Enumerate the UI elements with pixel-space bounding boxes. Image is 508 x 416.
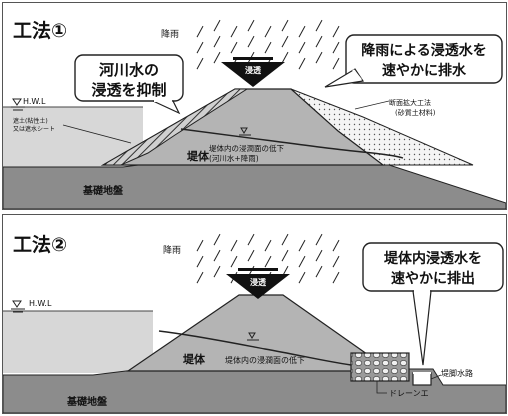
raindrop [332,239,340,252]
infiltration-label-2: 浸透 [250,277,266,287]
method-1-diagram: H.W.L 遮土(粘性土) 又は遮水シート 工法① 降雨 浸透 河川水の 浸透を… [3,19,506,209]
raindrop [247,19,255,32]
callout-rain-drain-line-2: 速やかに排水 [382,62,467,79]
impermeable-layer [101,88,249,166]
method-2-title: 工法② [13,233,67,256]
raindrop [315,249,323,262]
rain-label-2: 降雨 [163,244,181,256]
raindrop [332,271,340,284]
raindrop [332,25,340,38]
drain-label: ドレーンエ [389,389,429,398]
raindrop [281,233,289,246]
method-2-diagram: H.W.L 工法② 降雨 浸透 堤体内浸透水を 速やかに排出 堤体 堤体内の浸潤… [3,233,506,413]
callout-rain-drain-line-1: 降雨による浸透水を [361,42,487,59]
raindrop [196,41,204,54]
raindrop [213,19,221,32]
raindrop [315,35,323,48]
raindrop [196,239,204,252]
raindrop [315,19,323,32]
rain-icon-2 [196,233,340,284]
raindrop [213,233,221,246]
raindrop [332,57,340,70]
method-2-panel: H.W.L 工法② 降雨 浸透 堤体内浸透水を 速やかに排出 堤体 堤体内の浸潤… [2,214,507,414]
raindrop [315,51,323,64]
raindrop [213,35,221,48]
raindrop [298,25,306,38]
raindrop [196,25,204,38]
callout-seepage-discharge-line-1: 堤体内浸透水を [384,250,482,267]
impermeable-label-2: 又は遮水シート [13,125,55,133]
raindrop [230,239,238,252]
hwl-icon-2 [12,300,22,308]
drain-structure [350,352,410,382]
raindrop [298,239,306,252]
section-expansion-label-1: 断面拡大工法 [389,98,431,107]
foundation-label-2: 基礎地盤 [66,395,108,408]
raindrop [196,271,204,284]
seepage-drop-label-1: 堤体内の浸潤面の低下 [209,143,284,153]
rain-icon [196,19,340,70]
seepage-line-2 [158,330,352,366]
river-water-2 [3,311,153,373]
raindrop [264,25,272,38]
raindrop [196,255,204,268]
seepage-drop-label-2: (河川水+降雨) [209,153,259,163]
raindrop [315,233,323,246]
section-expansion-label-2: (砂質土材料) [395,108,436,117]
method-1-panel: H.W.L 遮土(粘性土) 又は遮水シート 工法① 降雨 浸透 河川水の 浸透を… [2,2,507,210]
raindrop [213,51,221,64]
raindrop [213,265,221,278]
embankment-2 [126,294,393,372]
raindrop [264,255,272,268]
raindrop [315,265,323,278]
embankment-label-1: 堤体 [187,149,210,163]
callout-river-seepage-line-2: 浸透を抑制 [91,81,166,99]
raindrop [230,25,238,38]
foundation-label-1: 基礎地盤 [82,184,124,197]
raindrop [332,255,340,268]
raindrop [298,271,306,284]
raindrop [264,41,272,54]
rain-label-1: 降雨 [161,28,179,40]
seepage-line [180,128,404,159]
raindrop [230,41,238,54]
raindrop [281,249,289,262]
infiltration-arrow-2 [226,274,290,299]
raindrop [281,35,289,48]
toe-channel-label: 堤脚水路 [441,368,473,378]
seepage-drop-label-3: 堤体内の浸潤面の低下 [225,355,305,365]
callout-river-seepage-line-1: 河川水の [99,61,159,79]
toe-channel [412,372,432,386]
impermeable-label-1: 遮土(粘性土) [13,117,48,125]
callout-seepage-discharge [362,242,504,292]
hwl-icon [12,98,22,106]
foundation-ground [3,162,506,209]
raindrop [213,249,221,262]
raindrop [247,35,255,48]
raindrop [298,41,306,54]
raindrop [281,19,289,32]
raindrop [247,249,255,262]
hwl-label-2: H.W.L [29,299,52,308]
callout-river-seepage [74,54,184,102]
embankment-label-2: 堤体 [183,352,206,366]
raindrop [247,233,255,246]
raindrop [298,57,306,70]
raindrop [196,57,204,70]
callout-seepage-discharge-line-2: 速やかに排出 [391,270,475,287]
raindrop [264,239,272,252]
infiltration-label-1: 浸透 [245,65,261,75]
infiltration-arrow [221,62,285,87]
hwl-label: H.W.L [23,97,46,106]
raindrop [332,41,340,54]
method-1-title: 工法① [13,19,67,42]
callout-rain-drain [345,34,503,84]
raindrop [298,255,306,268]
raindrop [230,255,238,268]
raindrop [281,51,289,64]
